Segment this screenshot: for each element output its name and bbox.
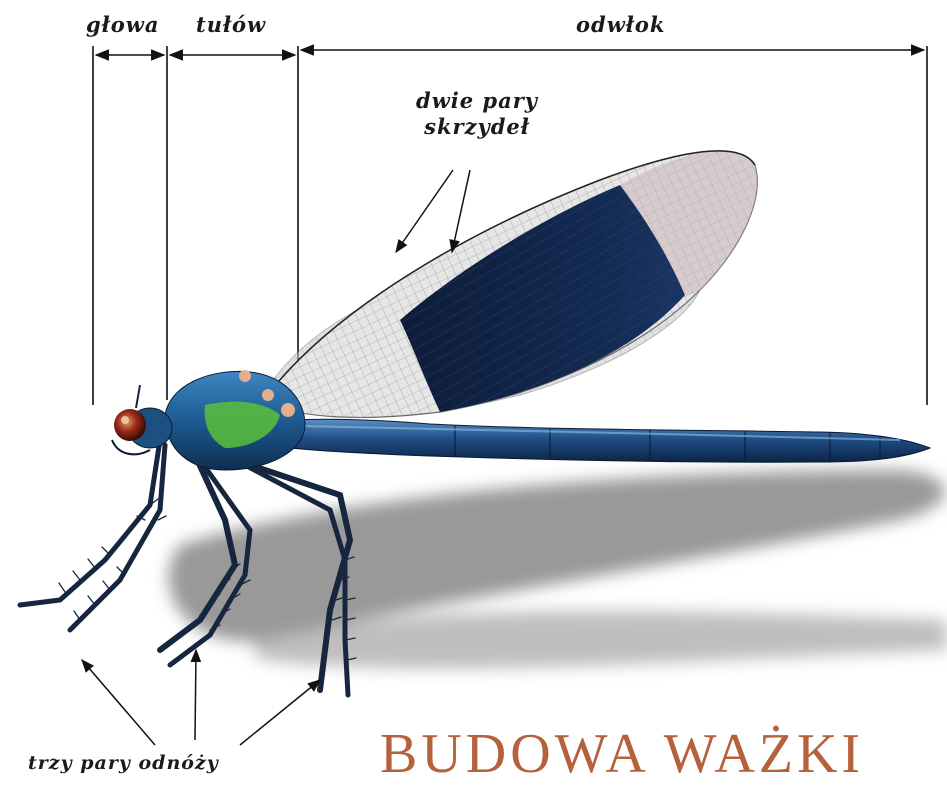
leg-arrow-3	[240, 680, 320, 745]
thorax-label: tułów	[196, 12, 266, 37]
abdomen-label: odwłok	[576, 12, 665, 37]
wings-label-line1: dwie pary	[382, 88, 572, 114]
head-label: głowa	[86, 12, 159, 37]
ground-shadow	[169, 470, 947, 669]
leg-arrow-1	[82, 660, 155, 745]
thorax	[165, 370, 305, 470]
wings-annotation: dwie pary skrzydeł	[382, 88, 572, 140]
abdomen	[290, 419, 930, 462]
head	[112, 385, 172, 454]
leg-arrow-2	[195, 650, 196, 740]
legs-annotation: trzy pary odnóży	[28, 752, 219, 774]
wing-arrow-1	[396, 170, 453, 252]
diagram-title: BUDOWA WAŻKI	[380, 722, 864, 786]
fore-wing	[262, 151, 757, 418]
wings-label-line2: skrzydeł	[382, 114, 572, 140]
eye	[114, 409, 146, 441]
